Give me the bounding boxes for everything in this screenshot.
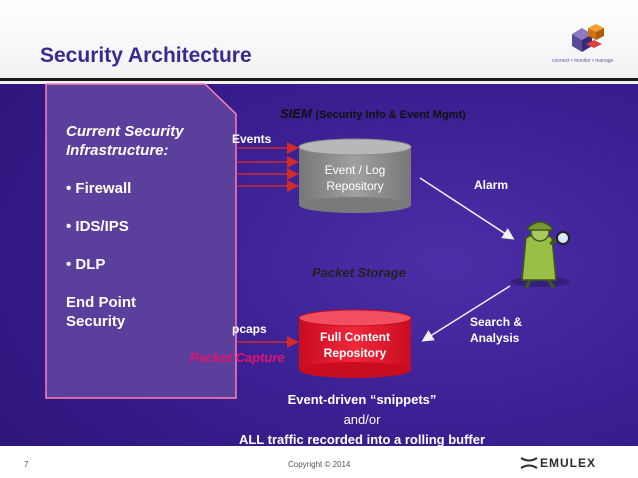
endpoint-line1: End Point (66, 294, 136, 311)
footer-line1: Event-driven “snippets” (287, 392, 437, 407)
copyright: Copyright © 2014 (288, 460, 351, 469)
footer-line3: ALL traffic recorded into a rolling buff… (238, 432, 486, 447)
infrastructure-item: • IDS/IPS (66, 218, 129, 235)
page-number: 7 (24, 460, 29, 469)
title-bar (0, 0, 638, 84)
infrastructure-item: • DLP (66, 256, 106, 273)
emulex-logo-text: EMULEX (540, 456, 597, 470)
full-content-label: Full Content Repository (300, 329, 410, 361)
emulex-logo-icon (520, 457, 538, 469)
alarm-label: Alarm (474, 178, 509, 192)
brand-logo-icon (572, 24, 604, 52)
full-content-line2: Repository (323, 346, 387, 360)
search-label-line2: Analysis (470, 331, 520, 345)
alarm-arrow (419, 177, 515, 240)
infrastructure-item: • Firewall (66, 180, 132, 197)
footer-line2: and/or (343, 412, 381, 427)
pcaps-label: pcaps (232, 322, 267, 336)
infrastructure-heading-line1: Current Security (66, 123, 184, 140)
search-arrow (421, 285, 511, 342)
search-analysis-label: Search & Analysis (470, 314, 522, 346)
infrastructure-heading-line2: Infrastructure: (66, 142, 169, 159)
packet-storage-label: Packet Storage (312, 265, 406, 280)
event-log-repository-cylinder (298, 138, 412, 213)
title-divider (0, 78, 638, 81)
search-label-line1: Search & (470, 315, 523, 329)
full-content-repository-cylinder (298, 309, 412, 378)
siem-title: SIEM (Security Info & Event Mgmt) (280, 106, 466, 121)
packet-capture-label: Packet Capture (190, 350, 285, 365)
siem-subtitle: (Security Info & Event Mgmt) (315, 109, 466, 121)
detective-icon (510, 221, 570, 289)
bottom-bar (0, 446, 638, 478)
siem-label: SIEM (280, 106, 312, 121)
slide-title: Security Architecture (40, 44, 252, 67)
endpoint-line2: Security (66, 313, 126, 330)
infrastructure-box (45, 83, 237, 399)
footer-caption: Event-driven “snippets” and/or ALL traff… (232, 390, 492, 450)
events-label: Events (232, 132, 272, 146)
brand-tagline: connect • monitor • manage (552, 58, 614, 64)
event-repository-line1: Event / Log (324, 163, 386, 177)
event-repository-label: Event / Log Repository (300, 162, 410, 194)
full-content-line1: Full Content (320, 330, 390, 344)
infrastructure-list: Current Security Infrastructure: • Firew… (66, 122, 184, 331)
event-repository-line2: Repository (326, 179, 384, 193)
